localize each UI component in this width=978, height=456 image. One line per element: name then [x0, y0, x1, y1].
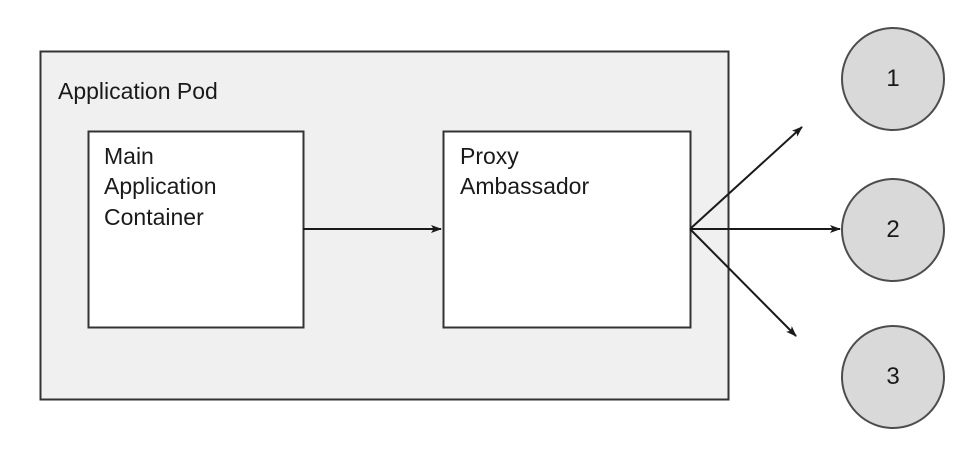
endpoint-circle-1: [841, 27, 945, 131]
proxy-to-endpoint-3-arrow: [689, 228, 797, 337]
endpoint-circle-3: [841, 325, 945, 429]
endpoint-circle-2: [841, 178, 945, 282]
proxy-ambassador-container-box: [442, 130, 692, 329]
proxy-to-endpoint-1-arrow: [689, 126, 803, 230]
main-application-container-box: [87, 130, 305, 329]
